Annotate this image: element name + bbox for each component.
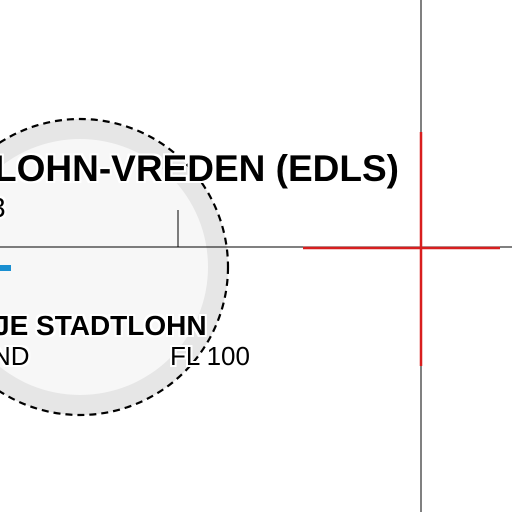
airspace-name-label[interactable]: JE STADTLOHN bbox=[0, 310, 207, 341]
airport-name-label[interactable]: LOHN-VREDEN (EDLS) bbox=[0, 148, 399, 189]
zone-dashed-border bbox=[0, 117, 230, 417]
airspace-lower-limit: ND bbox=[0, 341, 30, 371]
airspace-upper-limit: FL 100 bbox=[170, 341, 250, 371]
zone-inner-fill bbox=[0, 139, 208, 395]
runway-marker-icon bbox=[0, 265, 11, 271]
airspace-zone[interactable] bbox=[0, 117, 230, 417]
crosshair-icon[interactable] bbox=[303, 132, 500, 366]
airport-sub-label: 3 bbox=[0, 192, 6, 224]
